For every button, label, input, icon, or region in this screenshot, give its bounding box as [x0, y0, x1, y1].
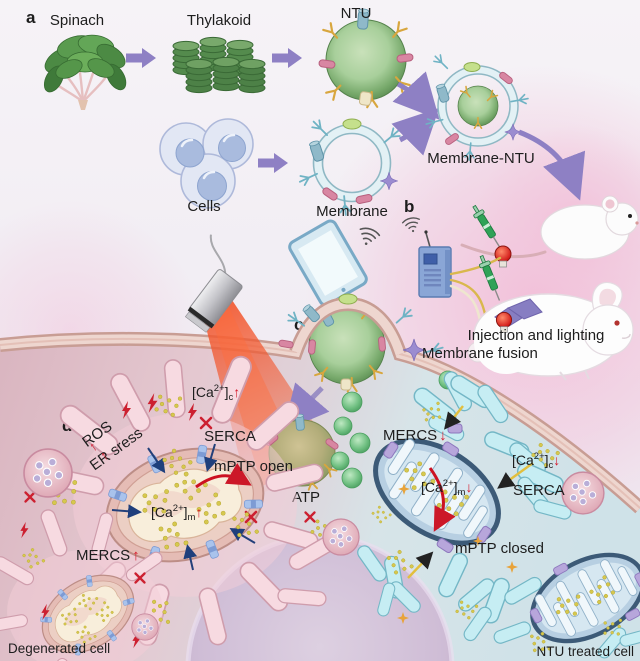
ca-cytosol-down-label: [Ca2+]c↓ [512, 451, 560, 471]
membrane-vesicle [296, 117, 404, 217]
membrane-ntu-vesicle [424, 52, 530, 162]
panel-d-degenerated: d [0, 352, 360, 661]
calcium-stop-arrow [428, 467, 456, 532]
ca-mito-down-label: [Ca2+]m↓ [421, 478, 472, 498]
spinach-illustration [43, 34, 127, 110]
thylakoid-stack [172, 36, 266, 94]
ntu-label: NTU [341, 5, 372, 22]
lysosome-bottom [131, 613, 159, 641]
membrane-ntu-label: Membrane-NTU [427, 150, 535, 167]
rabbit-illustration [467, 281, 634, 381]
atp-vesicles [330, 391, 371, 489]
membrane-proteins [277, 293, 445, 362]
ntu-sphere [318, 8, 414, 109]
injection-lighting-label: Injection and lighting [468, 327, 605, 344]
arrows-converge [391, 71, 440, 156]
lysosome-left [23, 448, 73, 498]
thylakoid-label: Thylakoid [187, 12, 251, 29]
membrane-fusion-label: Membrane fusion [422, 345, 538, 362]
mercs-up-label: MERCS↑ [76, 547, 140, 564]
lysosome-right [561, 471, 605, 515]
mptp-closed-label: mPTP closed [455, 540, 544, 557]
ca-cytosol-up-label: [Ca2+]c↑ [192, 383, 240, 403]
panel-label-c: c [294, 315, 303, 334]
mercs-down-label: MERCS↓ [383, 427, 447, 444]
panel-a: a Spinach [26, 5, 586, 220]
fusion-ntu-sphere [307, 303, 387, 393]
calcium-influx-arrows [111, 443, 256, 571]
membrane-label: Membrane [316, 203, 388, 220]
mouse-illustration [460, 195, 639, 260]
panel-b: b [288, 195, 639, 381]
lysosome-mid [322, 518, 360, 556]
mptp-open-label: mPTP open [214, 458, 293, 475]
calcium-release-arrow [195, 463, 252, 489]
fiber-probe-icon [184, 234, 243, 333]
atp-label: ATP [292, 489, 320, 506]
panel-label-a: a [26, 8, 36, 27]
ca-mito-up-label: [Ca2+]m↑ [151, 503, 202, 523]
degenerated-cell-label: Degenerated cell [8, 641, 110, 656]
spinach-label: Spinach [50, 12, 104, 29]
panel-label-b: b [404, 197, 414, 216]
serca-pump-arrows [407, 405, 534, 579]
arrow-to-mouse [518, 129, 586, 201]
cells-label: Cells [187, 198, 220, 215]
treated-cell-region: MERCS↓ [Ca2+]c↓ SERCA [Ca2+]m↓ mPTP clos… [355, 368, 640, 661]
ntu-treated-cell-label: NTU treated cell [536, 644, 634, 659]
cell-cluster [159, 118, 254, 209]
serca-left-label: SERCA [204, 428, 256, 445]
controller-icon [418, 230, 452, 298]
serca-right-label: SERCA [513, 482, 565, 499]
